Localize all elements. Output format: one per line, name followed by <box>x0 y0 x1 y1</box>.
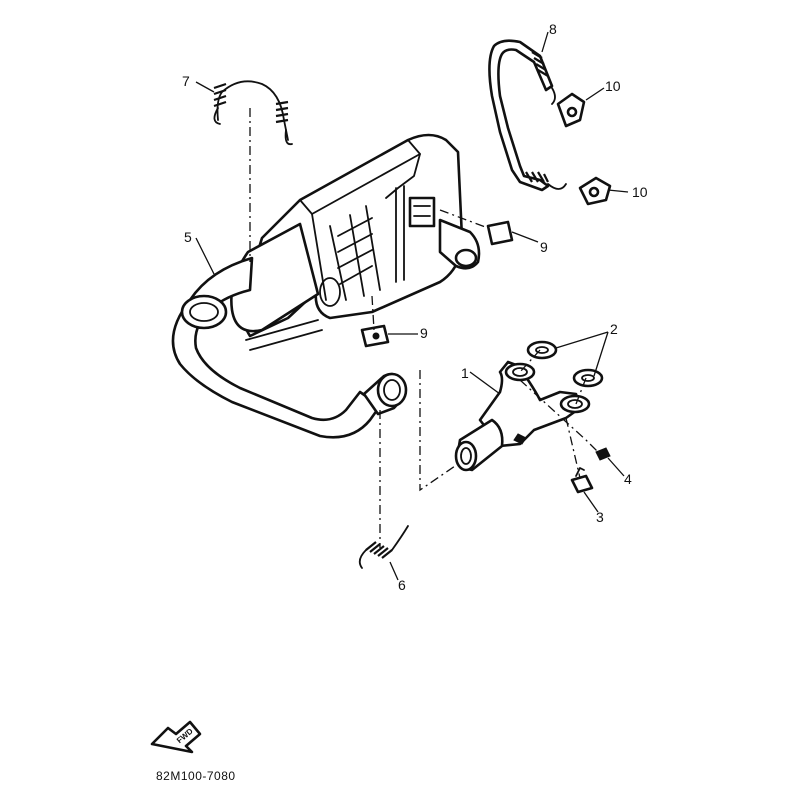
fwd-arrow-icon: FWD <box>150 720 202 754</box>
callout-7: 7 <box>182 73 190 89</box>
leader-lines <box>195 31 629 581</box>
bolt <box>570 467 594 494</box>
callout-9-upper: 9 <box>540 239 548 255</box>
callout-10-upper: 10 <box>605 78 621 94</box>
gasket-upper <box>526 340 558 360</box>
assembly-lines <box>249 108 601 548</box>
spring-lower <box>358 525 409 569</box>
exhaust-manifold <box>454 360 591 472</box>
muffler-bracket <box>408 196 436 228</box>
exhaust-pipe <box>171 256 408 439</box>
spring-upper <box>213 80 293 146</box>
callout-8: 8 <box>549 21 557 37</box>
nut <box>595 447 611 461</box>
callout-5: 5 <box>184 229 192 245</box>
damper-upper <box>486 220 514 246</box>
gasket-lower <box>572 368 604 388</box>
callout-2: 2 <box>610 321 618 337</box>
callout-10-lower: 10 <box>632 184 648 200</box>
callout-4: 4 <box>624 471 632 487</box>
muffler-stay <box>488 39 567 192</box>
callout-9-lower: 9 <box>420 325 428 341</box>
callout-1: 1 <box>461 365 469 381</box>
callout-3: 3 <box>596 509 604 525</box>
drawing-code: 82M100-7080 <box>156 769 236 783</box>
muffler-assembly <box>230 133 481 338</box>
callout-6: 6 <box>398 577 406 593</box>
